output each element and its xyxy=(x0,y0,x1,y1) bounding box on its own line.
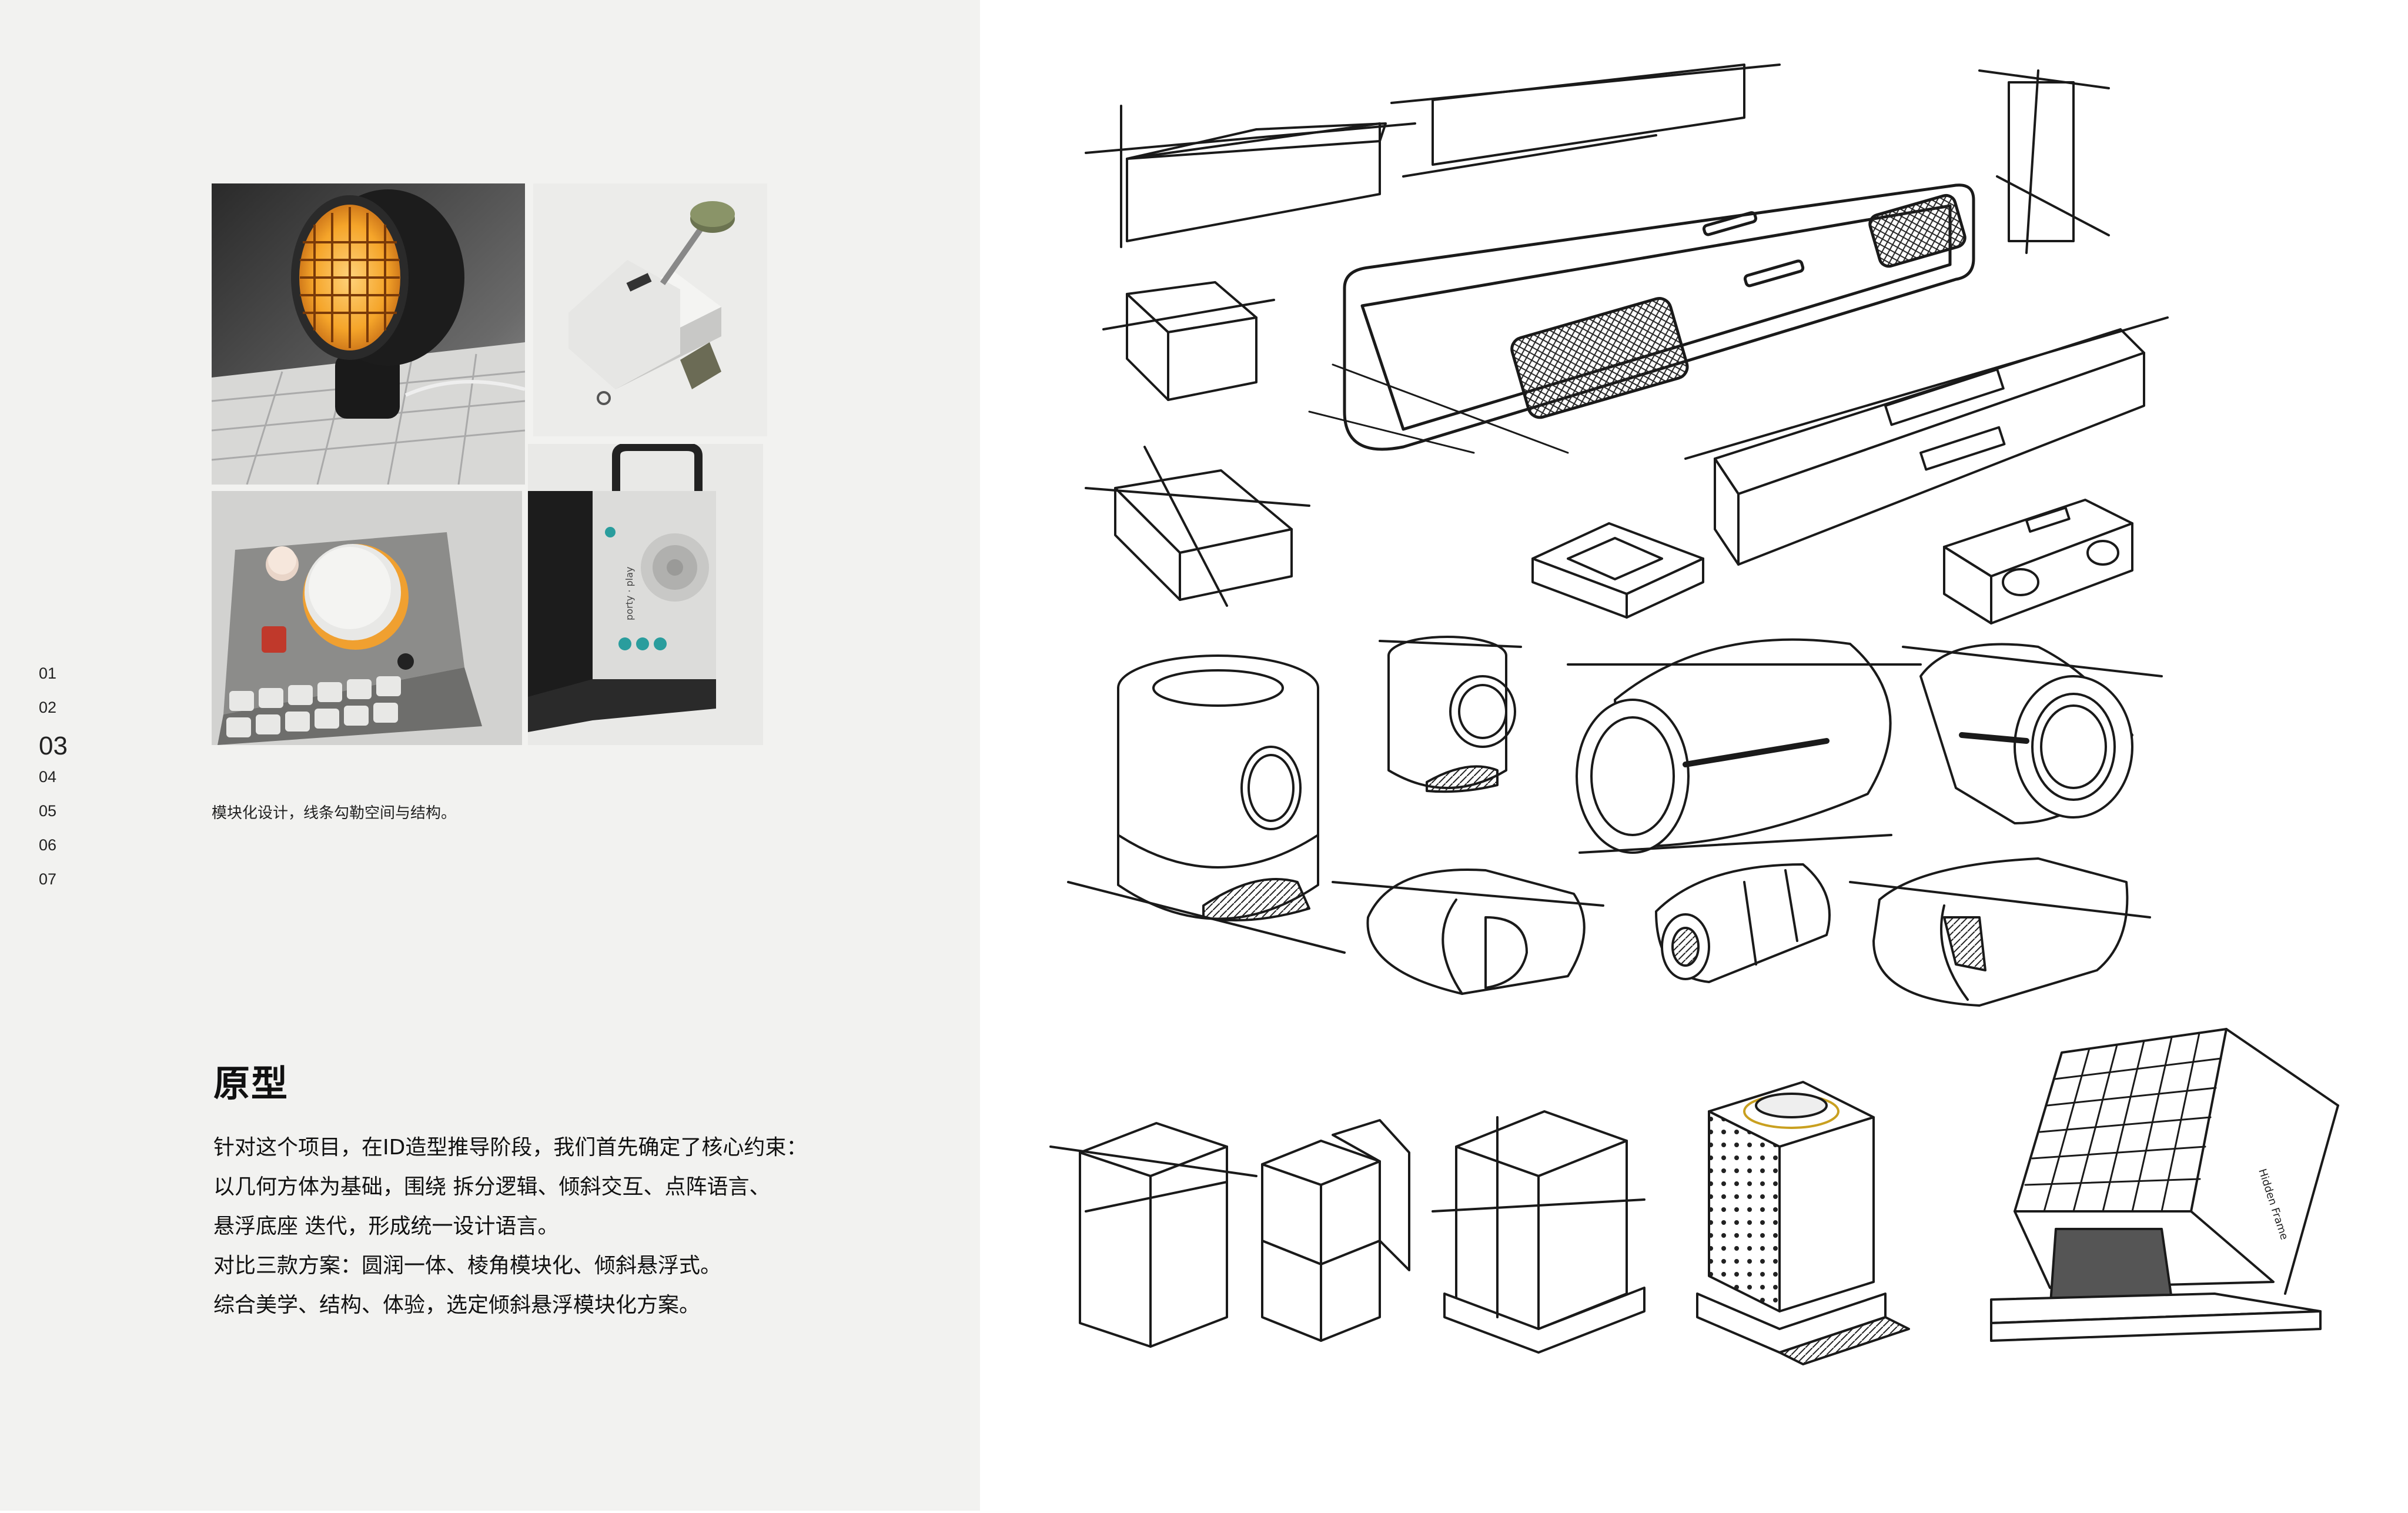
sketch-cube-2 xyxy=(1261,1119,1410,1342)
body-line-3: 悬浮底座 迭代，形成统一设计语言。 xyxy=(213,1214,559,1238)
page-nav-item-02[interactable]: 02 xyxy=(39,699,57,716)
body-line-1: 针对这个项目，在ID造型推导阶段，我们首先确定了核心约束： xyxy=(213,1135,808,1160)
sketch-drum-horizontal-2 xyxy=(1902,643,2163,824)
sketch-pill-3 xyxy=(1849,857,2151,1007)
page-nav: 01 02 03 04 05 06 07 xyxy=(39,664,68,904)
sketch-box-tray xyxy=(1085,446,1310,607)
moodboard-caption: 模块化设计，线条勾勒空间与结构。 xyxy=(212,804,457,822)
page-nav-item-04[interactable]: 04 xyxy=(39,768,57,786)
sketch-bar-small xyxy=(1085,105,1416,248)
sketch-cylinder-small xyxy=(1379,636,1522,793)
section-body: 针对这个项目，在ID造型推导阶段，我们首先确定了核心约束： 以几何方体为基础，围… xyxy=(213,1128,907,1325)
lamp-photo xyxy=(212,183,525,485)
body-line-5: 综合美学、结构、体验，选定倾斜悬浮模块化方案。 xyxy=(213,1293,701,1317)
sketch-soundbar-main xyxy=(1308,183,1975,454)
page-nav-item-05[interactable]: 05 xyxy=(39,802,57,820)
page-nav-item-03-active[interactable]: 03 xyxy=(39,732,68,760)
left-panel: 01 02 03 04 05 06 07 xyxy=(0,0,980,1511)
sketch-bar-top xyxy=(1390,64,1781,178)
sketch-annotation-text: Hidden Frame xyxy=(2256,1167,2290,1241)
sketch-sheet: Hidden Frame xyxy=(1049,64,2339,1365)
body-line-4: 对比三款方案：圆润一体、棱角模块化、倾斜悬浮式。 xyxy=(213,1254,722,1278)
sketch-cylinder-large xyxy=(1067,654,1346,954)
sketch-base-plate xyxy=(1531,522,1704,619)
sketch-column xyxy=(1978,69,2110,254)
page-nav-item-06[interactable]: 06 xyxy=(39,836,57,854)
sketch-solar-concept: Hidden Frame xyxy=(1990,1028,2339,1342)
page-nav-item-01[interactable]: 01 xyxy=(39,664,57,682)
grey-device-photo xyxy=(533,183,767,436)
sketch-drum-horizontal-1 xyxy=(1567,638,1922,854)
sketch-cube-1 xyxy=(1049,1122,1257,1348)
right-panel: Hidden Frame xyxy=(980,0,2408,1511)
sketch-soundbar-two xyxy=(1684,316,2169,566)
keyboard-knob-photo xyxy=(212,491,522,745)
sketch-cube-3 xyxy=(1432,1110,1646,1354)
page-nav-item-07[interactable]: 07 xyxy=(39,870,57,888)
sketch-pill-1 xyxy=(1332,869,1604,995)
body-line-2: 以几何方体为基础，围绕 拆分逻辑、倾斜交互、点阵语言、 xyxy=(213,1175,771,1199)
speaker-brand-text: porty · play xyxy=(624,567,635,620)
section-title: 原型 xyxy=(213,1062,289,1105)
speaker-photo: porty · play xyxy=(528,444,763,745)
sketch-pill-2 xyxy=(1655,863,1831,983)
sketch-dot-cube xyxy=(1696,1081,1910,1365)
sketch-box-oval xyxy=(1943,499,2133,624)
sketch-cube-small-1 xyxy=(1102,281,1275,401)
